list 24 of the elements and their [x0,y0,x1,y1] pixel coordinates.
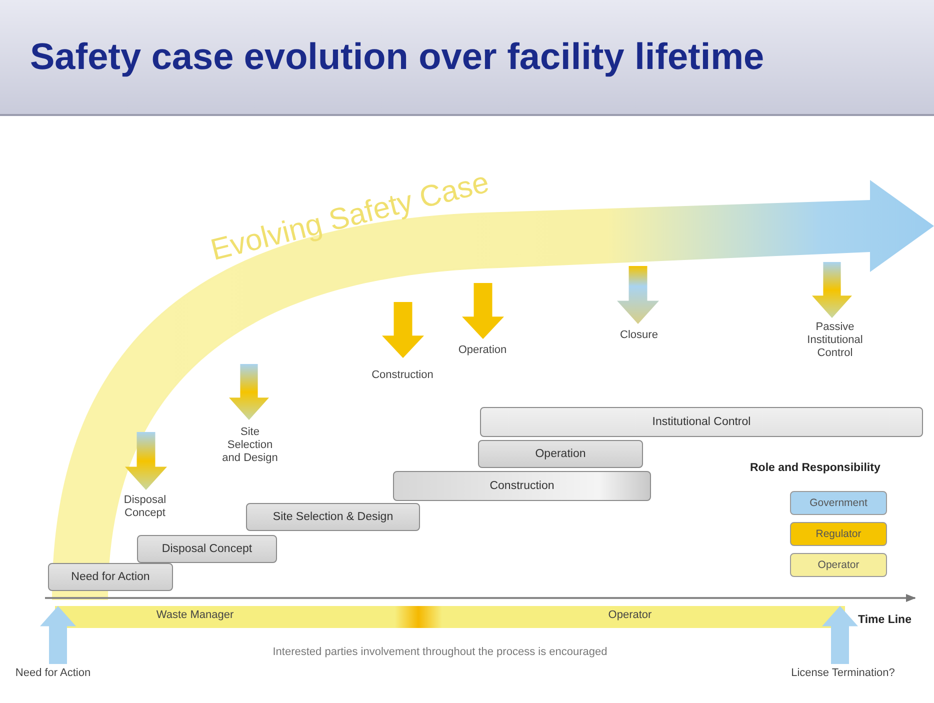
axis-label: Time Line [858,614,912,627]
milestone-label: Disposal Concept [122,494,168,520]
milestone-label: Construction [370,369,434,382]
stage-box: Operation [478,440,643,468]
note-text: Interested parties involvement throughout the process is encouraged [272,646,608,659]
band-label: Evolving Safety Case [206,165,494,270]
legend-title: Role and Responsibility [750,462,882,475]
milestone-label: Operation [457,344,508,357]
marker-label: License Termination? [790,667,896,680]
phase-label: Operator [607,609,653,622]
stage-box: Construction [393,471,651,501]
phase-label: Waste Manager [155,609,235,622]
stage-box: Institutional Control [480,407,923,437]
milestone-label: Closure [619,329,659,342]
legend-swatch: Government [790,491,887,515]
stage-box: Disposal Concept [137,535,277,563]
stage-box: Need for Action [48,563,173,591]
stage-box: Site Selection & Design [246,503,420,531]
milestone-label: Site Selection and Design [222,426,278,465]
marker-label: Need for Action [14,667,92,680]
legend-swatch: Operator [790,553,887,577]
slide-title: Safety case evolution over facility lifetime [30,36,764,78]
milestone-label: Passive Institutional Control [806,321,864,360]
legend-swatch: Regulator [790,522,887,546]
